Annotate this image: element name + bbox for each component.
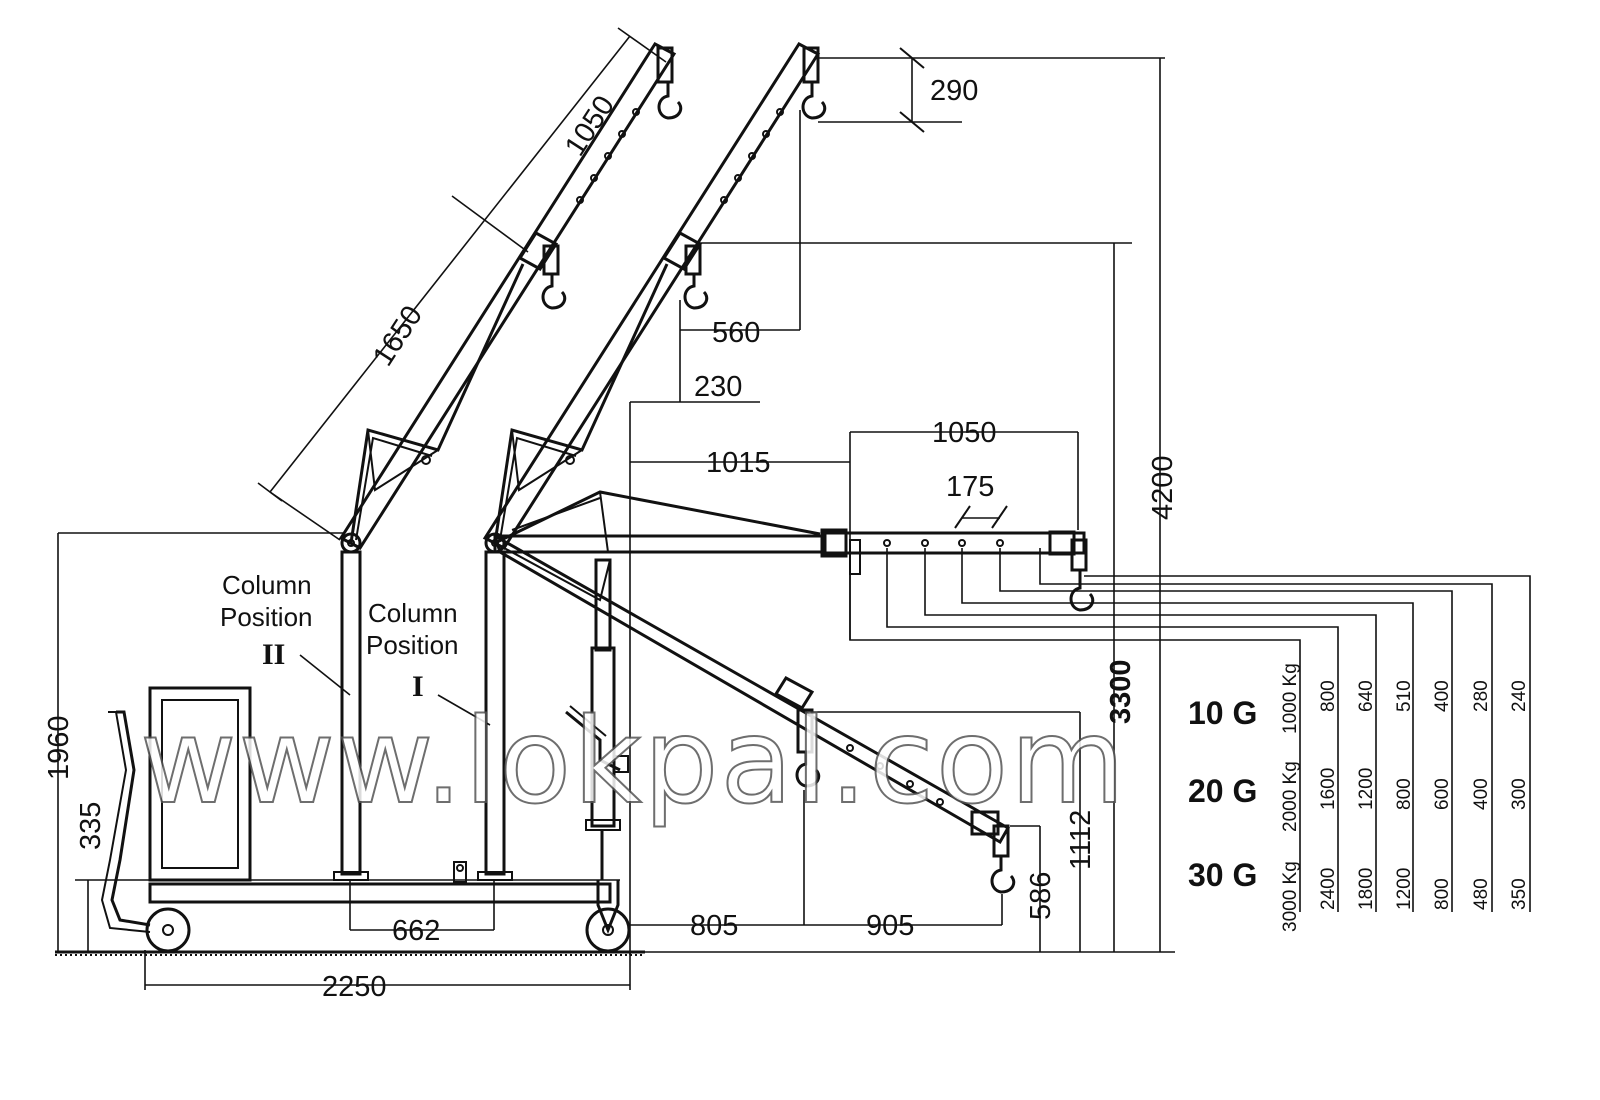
dim-1015: 1015	[706, 447, 771, 479]
dim-1960: 1960	[43, 715, 75, 780]
dim-230: 230	[694, 371, 742, 403]
load-20g-2: 1200	[1356, 768, 1377, 810]
load-reference-lines	[849, 548, 1531, 912]
capacity-30g: 3000 Kg	[1280, 861, 1301, 932]
column-position-2-numeral: II	[262, 638, 285, 671]
column-position-1-label-line2: Position	[366, 630, 459, 660]
dim-175: 175	[946, 471, 994, 503]
load-30g-2: 1800	[1356, 868, 1377, 910]
column-position-2-label-line2: Position	[220, 602, 313, 632]
dimension-text: 1050 1650 290 560 230 1015 1050 175 4200…	[43, 75, 1179, 1003]
load-30g-5: 480	[1471, 878, 1492, 910]
dim-4200: 4200	[1147, 455, 1179, 520]
ground-line	[55, 950, 1175, 956]
load-30g-3: 1200	[1394, 868, 1415, 910]
boom-steep-column-2	[338, 42, 683, 550]
dim-1650-diagonal: 1650	[367, 300, 429, 372]
capacity-table: 10 G 20 G 30 G 1000 Kg 2000 Kg 3000 Kg 8…	[1188, 663, 1530, 932]
dim-560: 560	[712, 317, 760, 349]
hydraulic-cylinder	[565, 558, 629, 880]
load-10g-2: 640	[1356, 680, 1377, 712]
dim-1050-horizontal: 1050	[932, 417, 997, 449]
load-30g-1: 2400	[1318, 868, 1339, 910]
dim-586: 586	[1025, 872, 1057, 920]
capacity-10g: 1000 Kg	[1280, 663, 1301, 734]
dim-335: 335	[75, 802, 107, 850]
load-20g-6: 300	[1509, 778, 1530, 810]
column-position-2-label-line1: Column	[222, 570, 312, 600]
column-position-1-label-line1: Column	[368, 598, 458, 628]
load-30g-6: 350	[1509, 878, 1530, 910]
grade-20g: 20 G	[1188, 773, 1257, 809]
dim-2250: 2250	[322, 971, 387, 1003]
watermark-text: www.lokpal.com	[140, 692, 1127, 830]
load-10g-1: 800	[1318, 680, 1339, 712]
grade-10g: 10 G	[1188, 695, 1257, 731]
dim-662: 662	[392, 915, 440, 947]
boom-inclined-down	[492, 532, 1016, 894]
column-position-1-numeral: I	[412, 670, 424, 703]
boom-steep-column-1	[482, 42, 827, 550]
load-10g-5: 280	[1471, 680, 1492, 712]
load-10g-4: 400	[1432, 680, 1453, 712]
load-20g-4: 600	[1432, 778, 1453, 810]
load-10g-6: 240	[1509, 680, 1530, 712]
dim-3300: 3300	[1105, 659, 1137, 724]
grade-30g: 30 G	[1188, 857, 1257, 893]
dim-1112: 1112	[1065, 810, 1097, 870]
dim-290: 290	[930, 75, 978, 107]
dim-905: 905	[866, 910, 914, 942]
column-labels: Column Position II Column Position I	[220, 570, 459, 703]
load-20g-1: 1600	[1318, 768, 1339, 810]
load-10g-3: 510	[1394, 680, 1415, 712]
load-20g-3: 800	[1394, 778, 1415, 810]
load-20g-5: 400	[1471, 778, 1492, 810]
capacity-20g: 2000 Kg	[1280, 761, 1301, 832]
load-30g-4: 800	[1432, 878, 1453, 910]
dimension-lines	[57, 27, 1165, 990]
dim-805: 805	[690, 910, 738, 942]
